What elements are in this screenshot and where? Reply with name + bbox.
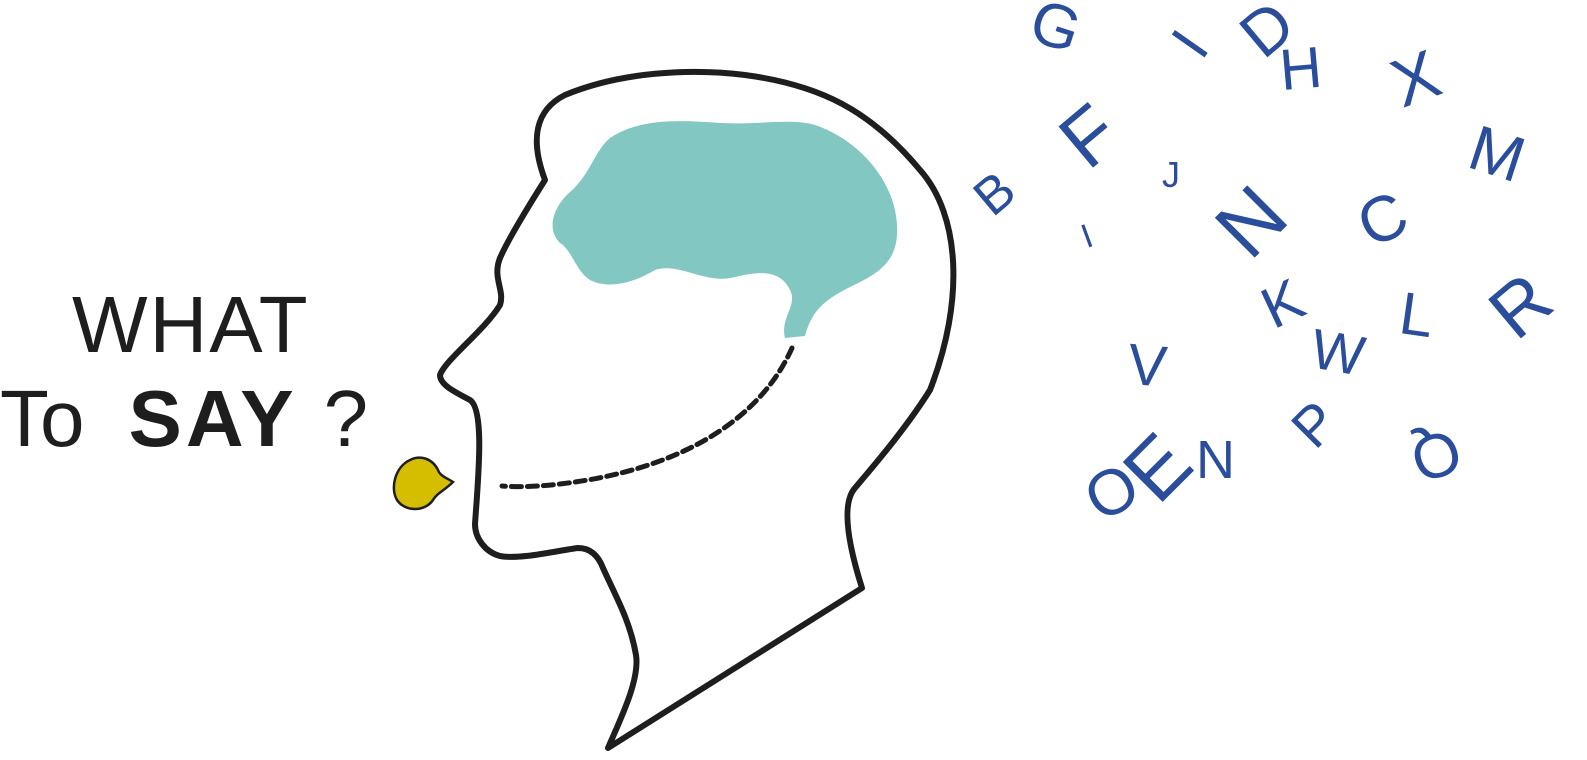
brain-icon — [552, 121, 898, 338]
letter-n-2: N — [1196, 430, 1235, 490]
headline-what: WHAT — [72, 280, 310, 369]
letter-l: L — [1396, 279, 1438, 350]
letter-c: C — [1346, 177, 1418, 262]
letter-i-1: I — [1159, 19, 1221, 69]
letter-j: J — [1162, 154, 1180, 195]
letter-g: G — [1022, 0, 1089, 67]
speech-bubble-icon — [392, 456, 455, 511]
headline-question-mark: ? — [323, 374, 369, 463]
letter-m: M — [1461, 111, 1534, 196]
letter-q: Q — [1402, 414, 1471, 495]
letter-p: P — [1279, 389, 1350, 460]
letter-r: R — [1473, 257, 1567, 355]
letter-v: V — [1125, 332, 1170, 400]
letter-i-2: I — [1076, 216, 1098, 255]
thought-path — [499, 345, 795, 490]
headline-say: SAY — [128, 374, 298, 463]
letter-h: H — [1277, 35, 1324, 103]
letter-b: B — [963, 161, 1027, 228]
letter-n-1: N — [1198, 169, 1304, 275]
letter-w: W — [1307, 317, 1370, 388]
letter-k: K — [1251, 266, 1314, 341]
headline-to: To — [0, 374, 85, 463]
letter-cloud: G I D H X F J M B N C I K R L W V E N P … — [963, 0, 1568, 535]
letter-f: F — [1042, 87, 1135, 185]
letter-x: X — [1381, 35, 1450, 122]
